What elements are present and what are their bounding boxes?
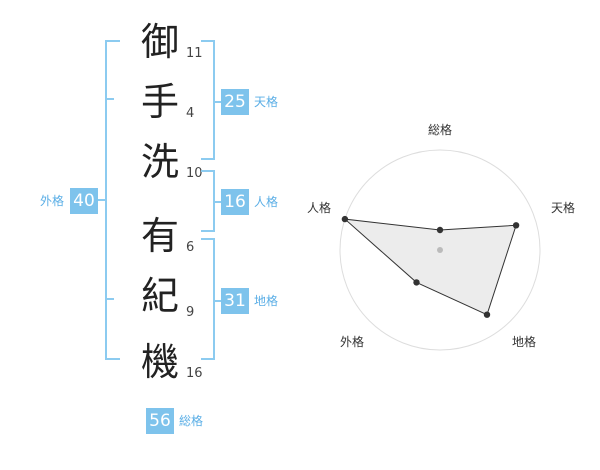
chikaku-bracket — [201, 238, 221, 360]
jinkaku-bracket — [201, 170, 221, 232]
radar-area — [343, 218, 517, 316]
kanji-4: 有 — [140, 214, 179, 258]
radar-label-jinkaku: 人格 — [307, 200, 331, 215]
radar-label-chikaku: 地格 — [512, 334, 536, 349]
jinkaku-value-badge: 16 — [221, 189, 249, 215]
radar-label-tenkaku: 天格 — [551, 200, 575, 215]
stroke-count-6: 16 — [186, 366, 203, 381]
stroke-count-3: 10 — [186, 166, 203, 181]
radar-label-gaikaku: 外格 — [340, 334, 364, 349]
outer-bracket — [97, 40, 120, 360]
tenkaku-bracket — [201, 40, 221, 160]
kanji-2: 手 — [140, 80, 179, 124]
radar-label-soukaku: 総格 — [428, 122, 452, 137]
tenkaku-label: 天格 — [254, 95, 279, 109]
stroke-count-2: 4 — [186, 106, 195, 121]
radar-point — [512, 222, 520, 229]
stroke-count-4: 6 — [186, 240, 195, 255]
kanji-5: 紀 — [140, 274, 179, 318]
soukaku-label: 総格 — [179, 414, 204, 428]
radar-points — [341, 215, 520, 318]
kanji-3: 洗 — [140, 140, 179, 184]
chikaku-value-badge: 31 — [221, 288, 249, 314]
jinkaku-label: 人格 — [254, 195, 279, 209]
radar-point — [341, 215, 349, 223]
stroke-count-1: 11 — [186, 46, 203, 61]
kanji-1: 御 — [140, 20, 179, 64]
gaikaku-label: 外格 — [40, 194, 65, 208]
radar-point — [436, 226, 444, 234]
radar-point — [483, 311, 491, 318]
stroke-count-5: 9 — [186, 305, 195, 320]
soukaku-value-badge: 56 — [146, 408, 174, 434]
kanji-6: 機 — [140, 340, 179, 384]
chikaku-label: 地格 — [254, 294, 279, 308]
radar-center-dot — [437, 247, 443, 253]
gaikaku-value-badge: 40 — [70, 188, 98, 214]
tenkaku-value-badge: 25 — [221, 89, 249, 115]
radar-point — [413, 279, 420, 286]
